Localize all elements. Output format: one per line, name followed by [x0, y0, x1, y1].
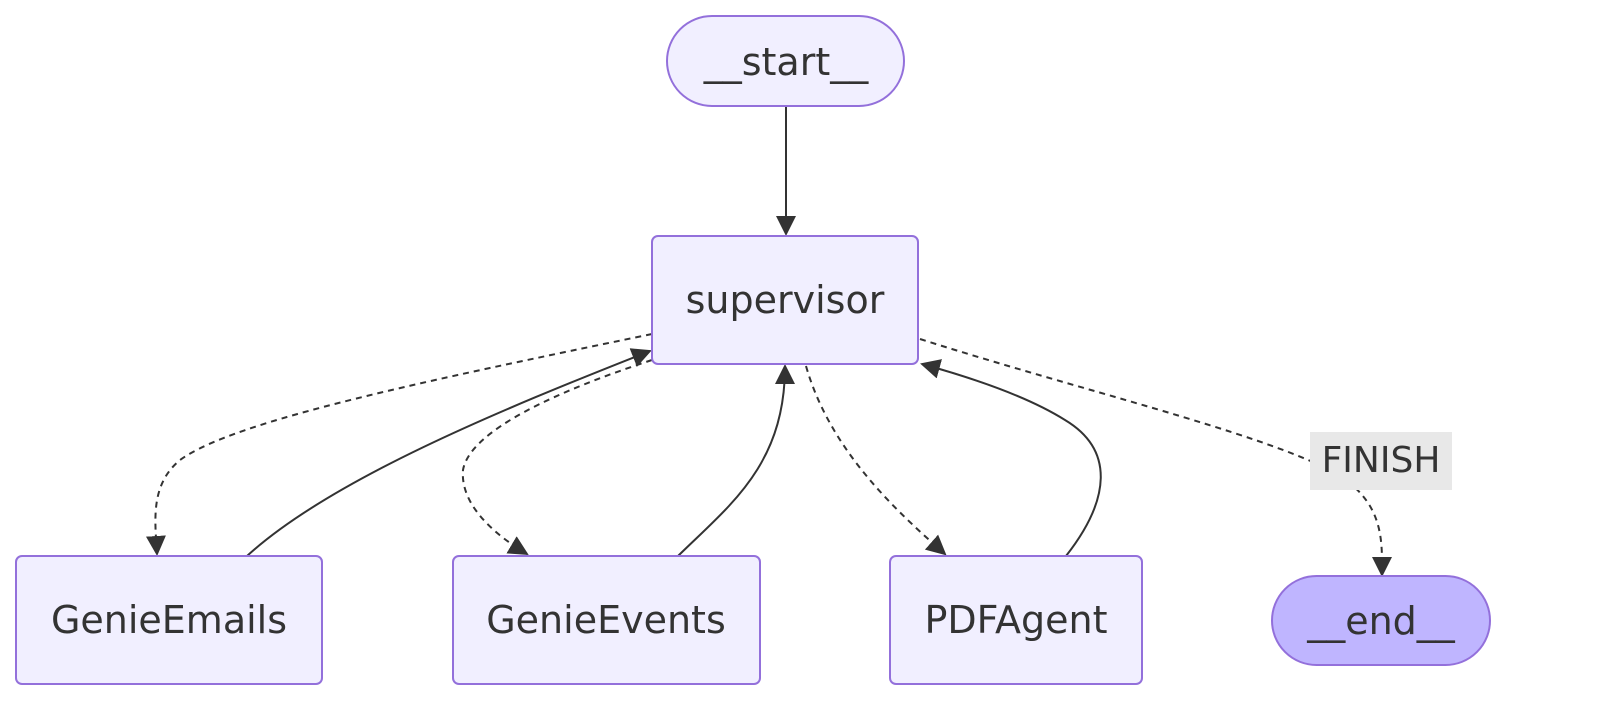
edge-genieemails-to-supervisor — [246, 348, 652, 557]
node-pdfagent[interactable]: PDFAgent — [889, 555, 1143, 685]
edges — [145, 106, 1393, 577]
node-genieevents[interactable]: GenieEvents — [452, 555, 761, 685]
node-start[interactable]: __start__ — [666, 15, 905, 107]
edge-supervisor-to-genieemails — [145, 333, 653, 556]
node-end-label: __end__ — [1306, 599, 1456, 643]
edge-label-finish-text: FINISH — [1322, 440, 1441, 481]
node-pdfagent-label: PDFAgent — [924, 598, 1107, 642]
node-genieemails-label: GenieEmails — [51, 598, 287, 642]
node-supervisor[interactable]: supervisor — [651, 235, 919, 365]
edge-label-finish: FINISH — [1310, 432, 1452, 490]
edge-supervisor-to-genieevents — [461, 359, 653, 556]
node-genieemails[interactable]: GenieEmails — [15, 555, 323, 685]
node-start-label: __start__ — [703, 40, 870, 84]
edge-supervisor-to-end — [919, 338, 1393, 577]
node-end[interactable]: __end__ — [1271, 575, 1491, 666]
node-supervisor-label: supervisor — [686, 278, 885, 322]
edge-supervisor-to-pdfagent — [805, 365, 947, 556]
edge-genieevents-to-supervisor — [677, 364, 795, 557]
node-genieevents-label: GenieEvents — [486, 598, 726, 642]
edge-pdfagent-to-supervisor — [920, 359, 1102, 557]
